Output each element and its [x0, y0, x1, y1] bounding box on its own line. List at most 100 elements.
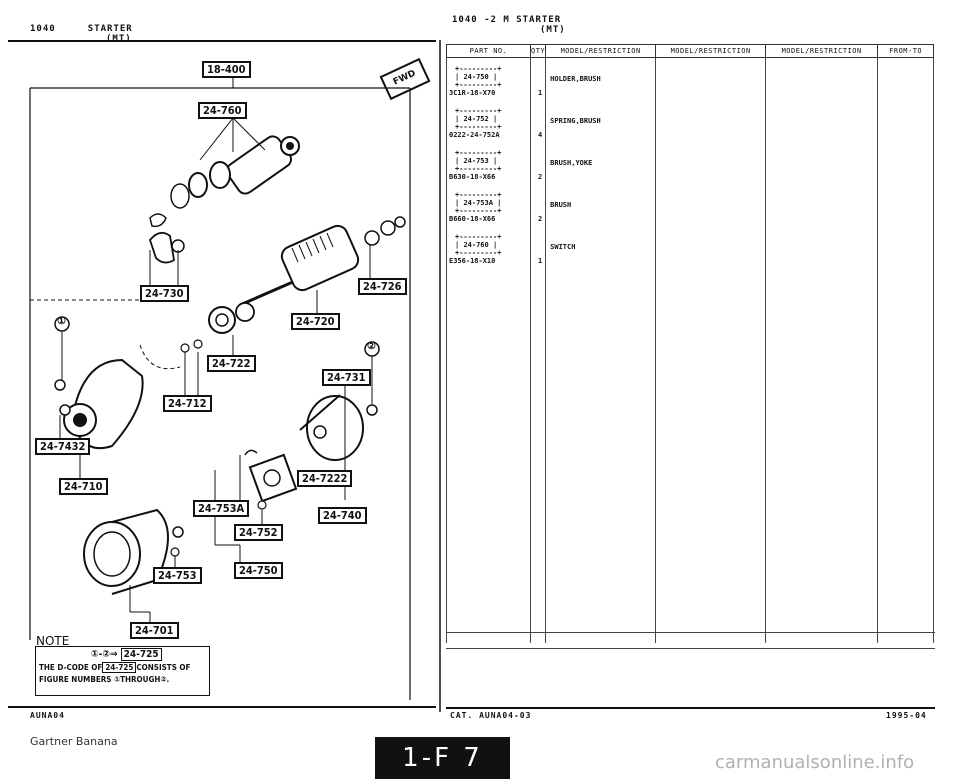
- code-box-top: +---------+: [455, 149, 502, 157]
- callout-24-752: 24-752: [234, 524, 283, 541]
- rear-bracket: [299, 394, 378, 461]
- part-number: E356-18-X10: [449, 257, 496, 265]
- code-box-mid: | 24-753 |: [455, 157, 498, 165]
- part-number: 0222-24-752A: [449, 131, 500, 139]
- footer-date: 1995-04: [886, 711, 927, 720]
- page-label: 1-F 7: [375, 737, 510, 779]
- code-box-bottom: +---------+: [455, 81, 502, 89]
- note-line-1: ①-②⇒ 24-725: [36, 648, 209, 661]
- callout-24-740: 24-740: [318, 507, 367, 524]
- part-description: SWITCH: [550, 243, 576, 251]
- header-left: 1040 STARTER (MT): [30, 24, 133, 44]
- col-model-2: MODEL/RESTRICTION: [655, 44, 767, 58]
- note-line2-prefix: THE D-CODE OF: [39, 663, 103, 672]
- footer-rule-right: [446, 707, 935, 709]
- callout-24-7222: 24-7222: [297, 470, 353, 487]
- callout-24-722: 24-722: [207, 355, 256, 372]
- callout-24-712: 24-712: [163, 395, 212, 412]
- note-line1-code: 24-725: [120, 648, 162, 661]
- table-bottom-rule-1: [446, 632, 935, 633]
- callout-24-726: 24-726: [358, 278, 407, 295]
- solenoid-switch: [149, 135, 300, 228]
- yoke: [83, 508, 184, 595]
- table-bottom-rule-2: [446, 648, 935, 649]
- brush-holder: [244, 449, 298, 510]
- shift-lever: [148, 231, 185, 264]
- callout-24-760: 24-760: [198, 102, 247, 119]
- cell-from-to: [877, 57, 935, 643]
- code-box-mid: | 24-752 |: [455, 115, 498, 123]
- part-code: 24-753: [463, 157, 489, 165]
- code-box-top: +---------+: [455, 191, 502, 199]
- code-box-top: +---------+: [455, 107, 502, 115]
- callout-24-7432: 24-7432: [35, 438, 91, 455]
- header-left-sub: (MT): [106, 34, 132, 44]
- part-block: +---------+| 24-750 |+---------+3C1R-18-…: [447, 58, 530, 100]
- col-qty: QTY: [529, 44, 547, 58]
- header-right-model: -2 M: [484, 15, 510, 25]
- callout-24-753A: 24-753A: [193, 500, 250, 517]
- part-code: 24-760: [463, 241, 489, 249]
- watermark-left: Gartner Banana: [30, 735, 118, 748]
- part-qty: 1: [537, 257, 543, 265]
- parts-table: PART NO. QTY MODEL/RESTRICTION MODEL/RES…: [446, 44, 935, 643]
- part-qty: 4: [537, 131, 543, 139]
- footer-cat: CAT. AUNA04-03: [450, 711, 532, 720]
- col-model-3: MODEL/RESTRICTION: [765, 44, 879, 58]
- part-code: 24-753A: [463, 199, 493, 207]
- watermark-right: carmanualsonline.info: [715, 752, 915, 773]
- part-description: SPRING,BRUSH: [550, 117, 601, 125]
- table-header-row: PART NO. QTY MODEL/RESTRICTION MODEL/RES…: [446, 44, 935, 58]
- code-box-bottom: +---------+: [455, 165, 502, 173]
- note-line-3: FIGURE NUMBERS ①THROUGH②.: [39, 675, 170, 684]
- exploded-diagram: [8, 40, 441, 712]
- code-box-mid: | 24-750 |: [455, 73, 498, 81]
- fwd-label: FWD: [391, 68, 418, 88]
- code-box-bottom: +---------+: [455, 123, 502, 131]
- callout-18-400: 18-400: [202, 61, 251, 78]
- part-block: +---------+| 24-753 |+---------+B630-18-…: [447, 142, 530, 184]
- note-line2-code: 24-725: [102, 662, 137, 673]
- ref-2-mark: ②: [367, 341, 376, 352]
- col-model-1: MODEL/RESTRICTION: [545, 44, 657, 58]
- pinion-gear: [180, 302, 255, 353]
- code-box-mid: | 24-753A |: [455, 199, 502, 207]
- callout-24-710: 24-710: [59, 478, 108, 495]
- part-number: 3C1R-18-X70: [449, 89, 496, 97]
- part-description: HOLDER,BRUSH: [550, 75, 601, 83]
- cell-model-2: [655, 57, 767, 643]
- part-block: +---------+| 24-752 |+---------+0222-24-…: [447, 100, 530, 142]
- col-from-to: FROM-TO: [877, 44, 935, 58]
- table-body-row: +---------+| 24-750 |+---------+3C1R-18-…: [446, 57, 935, 643]
- part-number: B660-18-X66: [449, 215, 496, 223]
- callout-24-701: 24-701: [130, 622, 179, 639]
- header-rule-left: [8, 40, 436, 42]
- front-housing: [54, 358, 144, 450]
- callout-24-753: 24-753: [153, 567, 202, 584]
- callout-24-731: 24-731: [322, 369, 371, 386]
- header-left-title: STARTER: [87, 24, 133, 34]
- header-right-sub: (MT): [540, 25, 566, 35]
- code-box-bottom: +---------+: [455, 207, 502, 215]
- cell-part-no: +---------+| 24-750 |+---------+3C1R-18-…: [446, 57, 531, 643]
- callout-24-720: 24-720: [291, 313, 340, 330]
- part-block: +---------+| 24-760 |+---------+E356-18-…: [447, 226, 530, 268]
- code-box-top: +---------+: [455, 233, 502, 241]
- part-code: 24-750: [463, 73, 489, 81]
- header-right-title: STARTER: [516, 15, 562, 25]
- note-line2-suffix: CONSISTS OF: [136, 663, 191, 672]
- col-part-no: PART NO.: [446, 44, 531, 58]
- callout-24-750: 24-750: [234, 562, 283, 579]
- note-title: NOTE: [36, 634, 70, 648]
- part-number: B630-18-X66: [449, 173, 496, 181]
- part-description: BRUSH: [550, 201, 572, 209]
- header-right: 1040 -2 M STARTER (MT): [452, 15, 566, 35]
- code-box-mid: | 24-760 |: [455, 241, 498, 249]
- footer-left-code: AUNA04: [30, 711, 65, 720]
- part-qty: 1: [537, 89, 543, 97]
- code-box-top: +---------+: [455, 65, 502, 73]
